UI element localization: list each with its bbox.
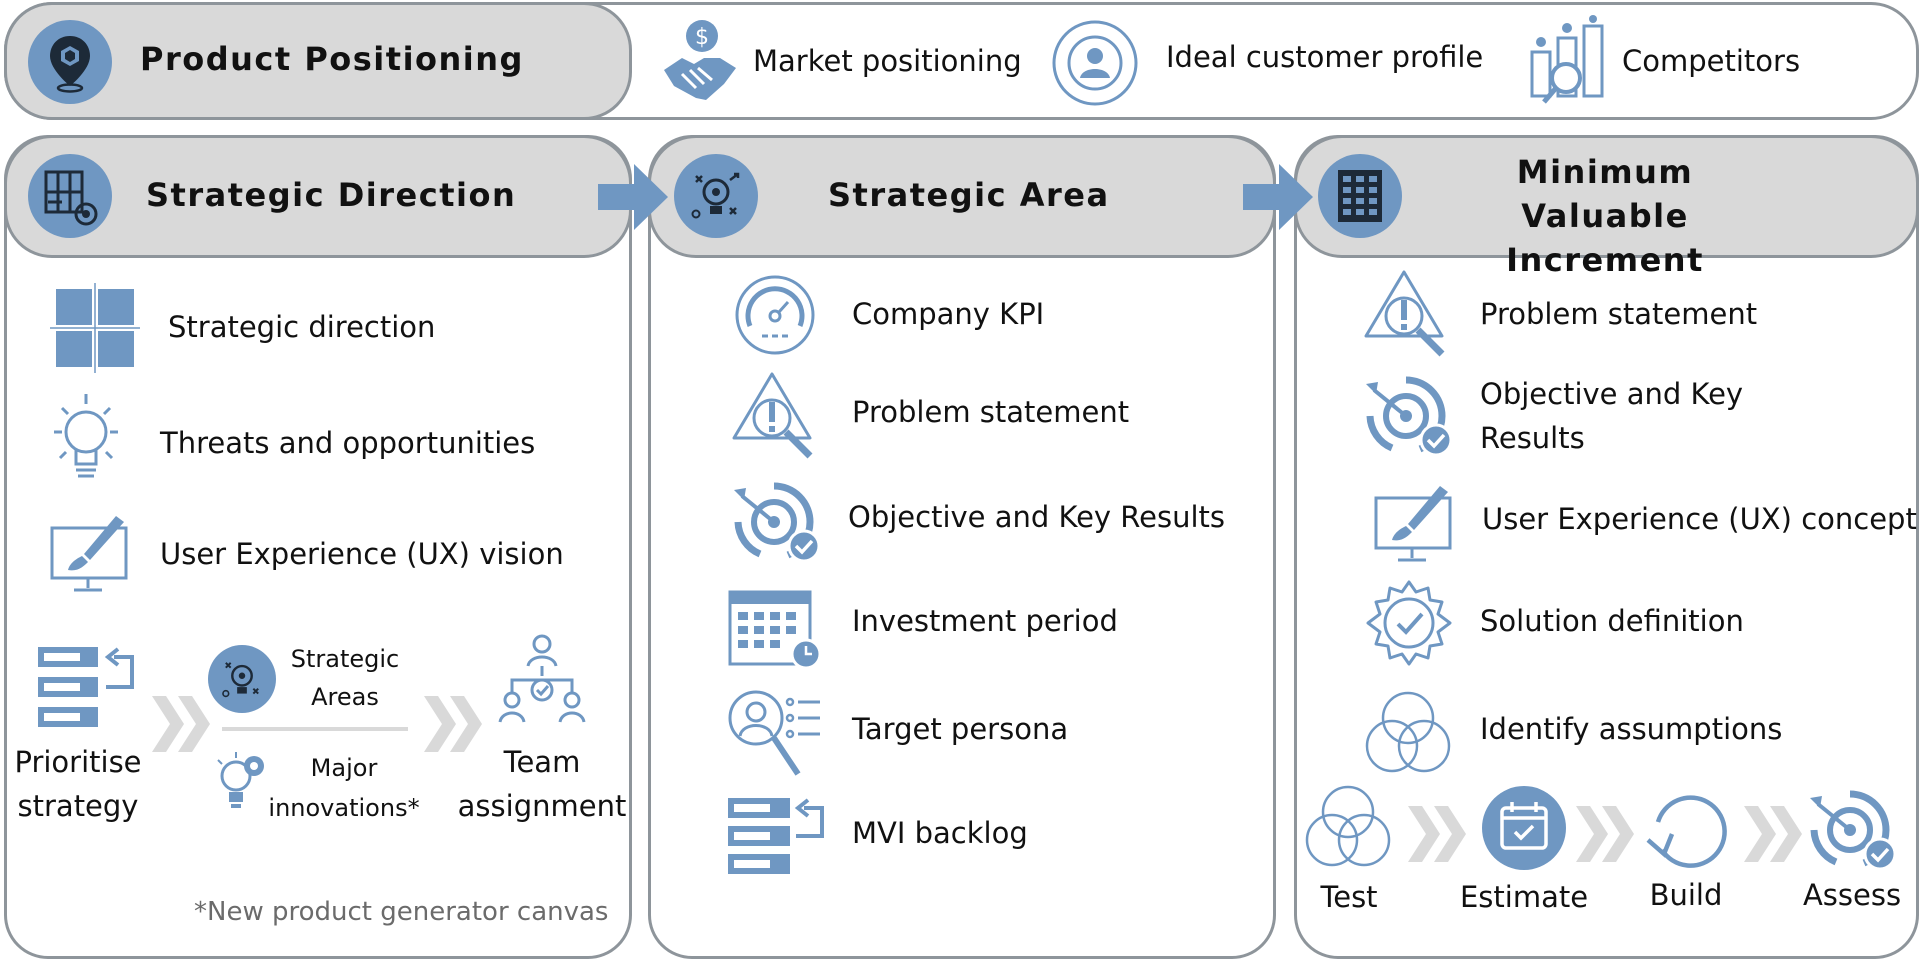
strategic-direction-label: Strategic direction (168, 310, 436, 344)
bulb-strategy-icon (691, 172, 740, 219)
strategic-area-title: Strategic Area (828, 176, 1110, 214)
area-okr-label: Objective and Key Results (848, 500, 1226, 534)
competitors-icon (1528, 15, 1608, 110)
location-pin-badge (28, 20, 112, 104)
ideal-customer-profile-label: Ideal customer profile (1166, 40, 1484, 74)
gauge-icon (734, 274, 816, 356)
location-pin-icon (50, 36, 90, 93)
assess-label: Assess (1802, 878, 1902, 912)
refresh-cycle-icon (1642, 786, 1732, 872)
target-check-icon (1362, 376, 1454, 458)
direction-badge (28, 154, 112, 238)
footnote: *New product generator canvas (194, 897, 609, 927)
mvi-problem-statement-label: Problem statement (1480, 297, 1758, 331)
strategic-areas-badge (208, 645, 276, 713)
monitor-brush-icon (50, 514, 130, 594)
company-kpi-label: Company KPI (852, 297, 1045, 331)
market-positioning-label: Market positioning (753, 44, 1022, 78)
grid-direction-icon (50, 283, 140, 373)
venn-icon (1302, 784, 1394, 870)
target-check-icon (730, 482, 822, 564)
backlog-icon (726, 796, 826, 878)
handshake-dollar-icon: $ (660, 18, 740, 106)
idea-gears-icon (214, 750, 270, 812)
double-chevron-icon (1744, 806, 1804, 862)
building-gear-icon (44, 170, 98, 226)
customer-profile-icon (1050, 18, 1140, 108)
team-structure-icon (496, 634, 588, 724)
build-label: Build (1649, 878, 1723, 912)
estimate-label: Estimate (1459, 880, 1589, 914)
mvi-okr-label: Objective and Key Results (1480, 377, 1744, 455)
calendar-check-icon (1500, 802, 1548, 850)
building-icon (1338, 170, 1382, 222)
ux-concept-label: User Experience (UX) concept (1482, 502, 1917, 536)
mvi-backlog-label: MVI backlog (852, 816, 1028, 850)
area-badge (674, 154, 758, 238)
mvi-title: Minimum Valuable Increment (1506, 153, 1704, 279)
venn-icon (1362, 690, 1454, 776)
gear-check-icon (1366, 580, 1452, 666)
bulb-strategy-icon (222, 662, 259, 698)
strategic-direction-panel (4, 135, 632, 959)
arrow-right-icon (598, 164, 668, 230)
solution-definition-label: Solution definition (1480, 604, 1744, 638)
strategic-areas-label: Strategic Areas (290, 645, 400, 711)
flow-divider (222, 727, 408, 731)
warning-magnifier-icon (1364, 270, 1452, 360)
test-label: Test (1320, 880, 1378, 914)
estimate-badge (1482, 786, 1566, 870)
double-chevron-icon (424, 696, 484, 752)
strategic-direction-title: Strategic Direction (146, 176, 517, 214)
monitor-brush-icon (1374, 484, 1454, 564)
arrow-right-icon (1243, 164, 1313, 230)
backlog-icon (36, 645, 136, 733)
lightbulb-icon (48, 392, 124, 496)
competitors-label: Competitors (1622, 44, 1801, 78)
major-innovations-label: Major innovations* (268, 754, 420, 822)
double-chevron-icon (152, 696, 212, 752)
ux-vision-label: User Experience (UX) vision (160, 537, 564, 571)
persona-search-icon (726, 688, 822, 778)
double-chevron-icon (1576, 806, 1636, 862)
positioning-title: Product Positioning (140, 40, 524, 78)
target-check-icon (1806, 790, 1898, 872)
mvi-badge (1318, 154, 1402, 238)
svg-text:$: $ (695, 25, 709, 50)
calendar-clock-icon (728, 586, 822, 670)
area-problem-statement-label: Problem statement (852, 395, 1130, 429)
prioritise-strategy-label: Prioritise strategy (14, 745, 142, 823)
double-chevron-icon (1408, 806, 1468, 862)
target-persona-label: Target persona (852, 712, 1069, 746)
team-assignment-label: Team assignment (457, 745, 627, 823)
identify-assumptions-label: Identify assumptions (1480, 712, 1783, 746)
investment-period-label: Investment period (852, 604, 1118, 638)
threats-opportunities-label: Threats and opportunities (160, 426, 536, 460)
warning-magnifier-icon (732, 372, 820, 462)
